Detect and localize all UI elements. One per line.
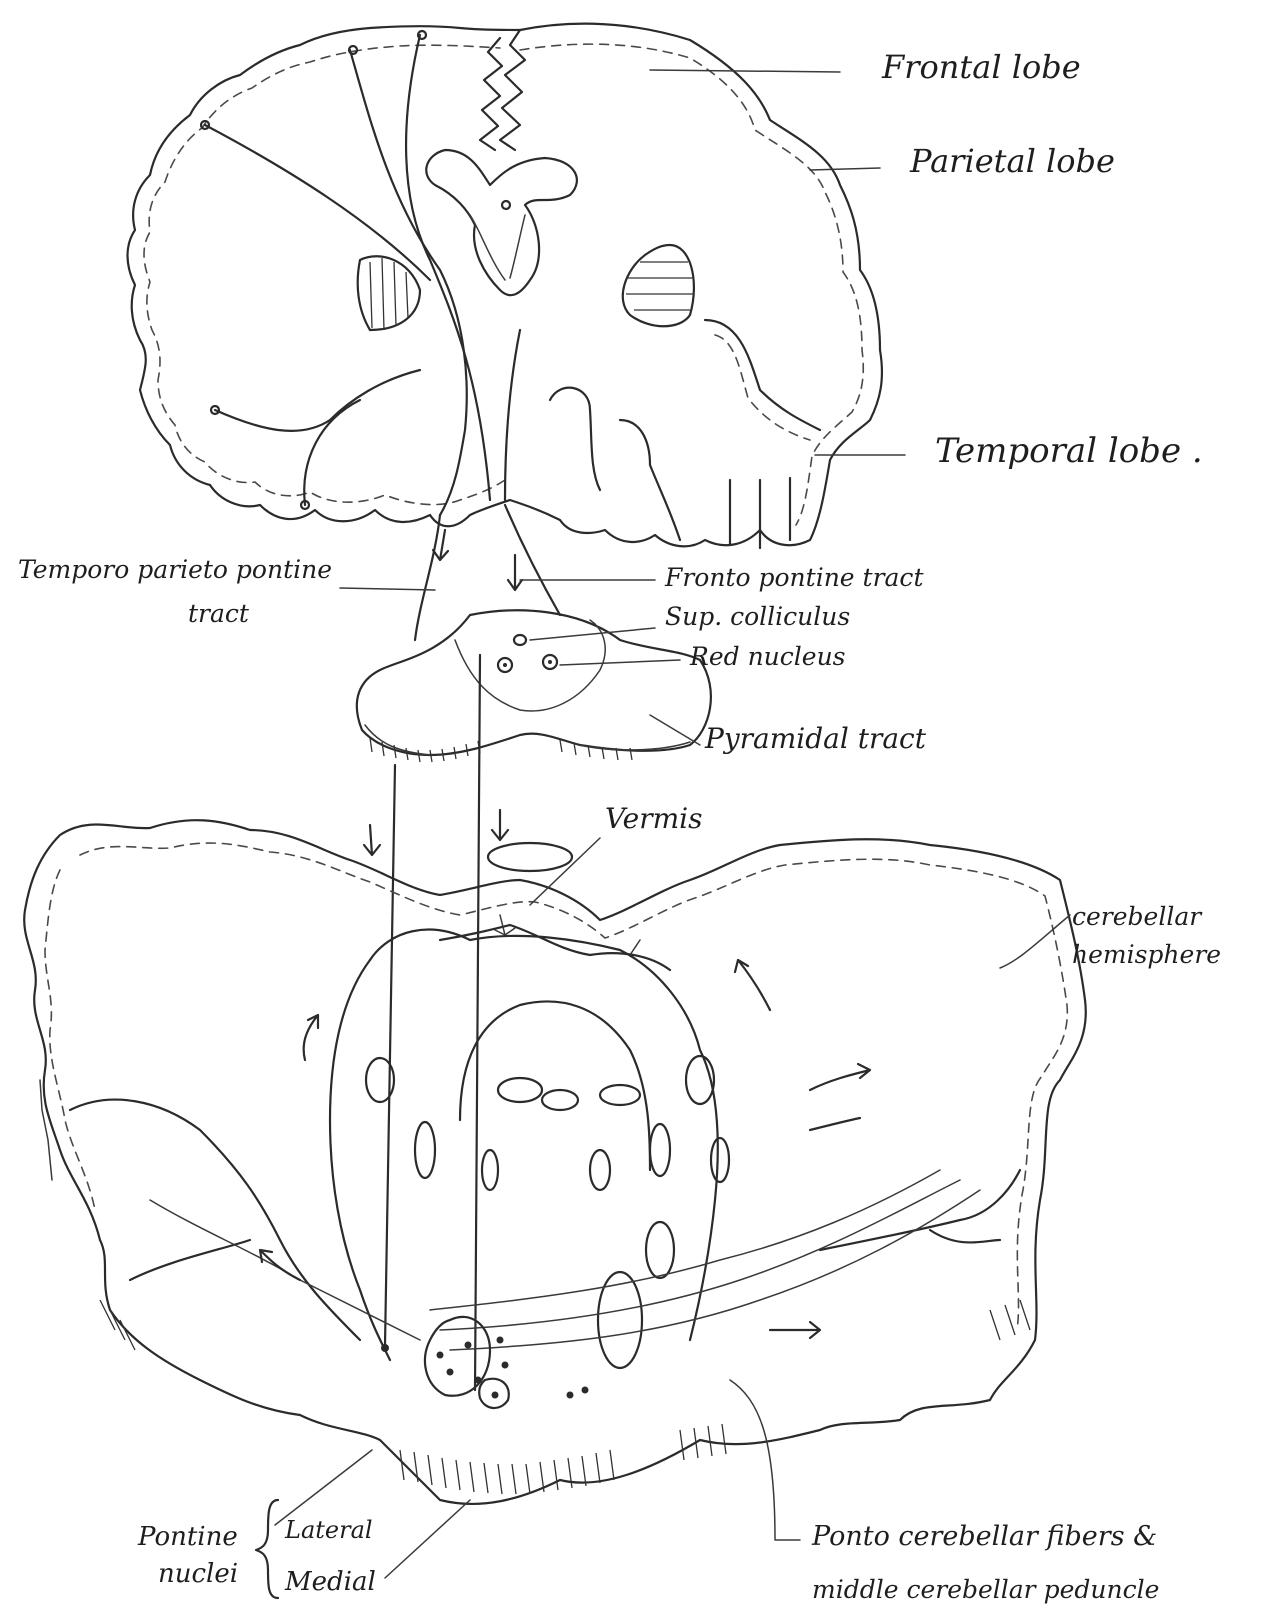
- label-pontine: Pontine: [137, 1522, 238, 1552]
- lateral-ventricles: [426, 150, 577, 295]
- sup-colliculus-mark: [514, 635, 526, 645]
- label-nuclei: nuclei: [158, 1559, 238, 1589]
- leader-temporoparietopontine: [340, 588, 435, 590]
- lentiform-right: [623, 245, 694, 326]
- label-red-nucleus: Red nucleus: [689, 642, 846, 671]
- label-lateral: Lateral: [284, 1516, 373, 1544]
- leader-frontal: [650, 70, 840, 72]
- leader-red-nucleus: [560, 660, 680, 665]
- label-sup-colliculus: Sup. colliculus: [665, 602, 850, 631]
- label-cerebellar: cerebellar: [1072, 902, 1203, 931]
- cerebellum-section: [24, 820, 1086, 1504]
- leader-lateral: [275, 1450, 372, 1525]
- midbrain-outline: [357, 610, 711, 755]
- leader-parietal: [810, 168, 880, 170]
- lentiform-left: [358, 256, 420, 330]
- label-temporoparietopontine-tract: tract: [188, 599, 250, 628]
- label-frontal-lobe: Frontal lobe: [881, 48, 1081, 86]
- leader-pontocerebellar: [730, 1380, 800, 1540]
- label-frontopontine-tract: Fronto pontine tract: [664, 563, 924, 592]
- label-pontocerebellar-fibers: Ponto cerebellar fibers &: [811, 1521, 1157, 1552]
- label-vermis: Vermis: [605, 802, 702, 835]
- label-middle-cerebellar-peduncle: middle cerebellar peduncle: [812, 1575, 1159, 1604]
- leader-medial: [385, 1500, 470, 1578]
- labels: Frontal lobe Parietal lobe Temporal lobe…: [18, 48, 1221, 1604]
- label-hemisphere: hemisphere: [1072, 940, 1221, 969]
- midbrain-section: [357, 505, 711, 762]
- leader-pyramidal: [650, 715, 700, 745]
- label-temporoparietopontine: Temporo parieto pontine: [18, 555, 332, 584]
- label-medial: Medial: [284, 1567, 376, 1597]
- vermis-ellipse: [488, 843, 572, 871]
- label-parietal-lobe: Parietal lobe: [909, 142, 1115, 180]
- cerebellum-outline: [24, 820, 1086, 1504]
- pontine-brace: [256, 1500, 278, 1598]
- label-temporal-lobe: Temporal lobe .: [935, 431, 1203, 471]
- label-pyramidal-tract: Pyramidal tract: [704, 722, 927, 755]
- leader-sup-colliculus: [530, 628, 655, 640]
